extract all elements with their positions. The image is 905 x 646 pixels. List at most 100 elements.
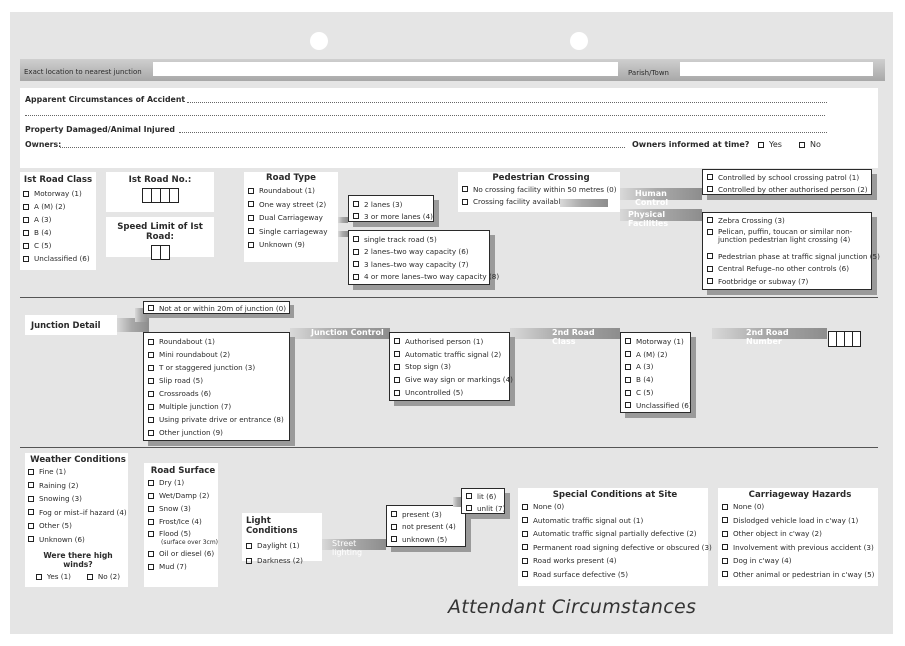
hazard-option[interactable]: None (0): [722, 500, 878, 514]
second-road-number-digits[interactable]: [828, 331, 861, 351]
road-class-option[interactable]: Unclassified (6): [23, 252, 96, 265]
weather-option[interactable]: Other (5): [28, 519, 128, 533]
checkbox[interactable]: [148, 403, 154, 410]
checkbox[interactable]: [522, 517, 528, 524]
checkbox[interactable]: [353, 201, 359, 207]
checkbox[interactable]: [391, 536, 397, 543]
checkbox[interactable]: [625, 389, 631, 396]
surface-option[interactable]: Mud (7): [148, 560, 218, 573]
property-line[interactable]: [179, 132, 827, 133]
checkbox[interactable]: [522, 571, 528, 578]
lighting-option[interactable]: not present (4): [391, 521, 465, 534]
checkbox[interactable]: [23, 229, 29, 236]
checkbox[interactable]: [86, 573, 93, 580]
surface-option[interactable]: Flood (5): [148, 528, 218, 539]
second-road-class-option[interactable]: Motorway (1): [625, 335, 690, 348]
checkbox[interactable]: [707, 265, 713, 272]
hazard-option[interactable]: Other object in c'way (2): [722, 527, 878, 541]
physical-option[interactable]: Footbridge or subway (7): [707, 275, 868, 288]
special-option[interactable]: None (0): [522, 500, 708, 514]
owners-informed-yes[interactable]: Yes: [758, 140, 782, 149]
checkbox[interactable]: [394, 389, 400, 396]
checkbox[interactable]: [35, 573, 42, 580]
hazard-option[interactable]: Dog in c'way (4): [722, 554, 878, 568]
checkbox[interactable]: [148, 377, 154, 384]
checkbox[interactable]: [722, 544, 728, 551]
checkbox[interactable]: [707, 253, 713, 260]
checkbox[interactable]: [394, 338, 400, 345]
checkbox[interactable]: [353, 236, 359, 243]
checkbox[interactable]: [522, 530, 528, 537]
junction-option[interactable]: Roundabout (1): [148, 335, 289, 348]
junction-option[interactable]: T or staggered junction (3): [148, 361, 289, 374]
checkbox[interactable]: [722, 571, 728, 578]
junction-option[interactable]: Slip road (5): [148, 374, 289, 387]
junction-control-option[interactable]: Stop sign (3): [394, 361, 509, 374]
checkbox[interactable]: [799, 141, 805, 148]
checkbox[interactable]: [248, 187, 254, 194]
single-option[interactable]: 3 lanes–two way capacity (7): [353, 258, 489, 271]
hazard-option[interactable]: Dislodged vehicle load in c'way (1): [722, 514, 878, 528]
checkbox[interactable]: [353, 273, 359, 280]
second-road-class-option[interactable]: C (5): [625, 386, 690, 399]
checkbox[interactable]: [722, 557, 728, 564]
checkbox[interactable]: [522, 544, 528, 551]
surface-option[interactable]: Frost/Ice (4): [148, 515, 218, 528]
checkbox[interactable]: [248, 214, 254, 221]
checkbox[interactable]: [148, 505, 154, 512]
human-control-option[interactable]: Controlled by school crossing patrol (1): [707, 171, 871, 183]
lighting-option[interactable]: unknown (5): [391, 533, 465, 546]
owners-line[interactable]: [60, 147, 625, 148]
hazard-option[interactable]: Other animal or pedestrian in c'way (5): [722, 568, 878, 582]
single-option[interactable]: single track road (5): [353, 233, 489, 246]
checkbox[interactable]: [28, 522, 34, 529]
high-winds-no[interactable]: No (2): [86, 572, 120, 581]
special-option[interactable]: Road works present (4): [522, 554, 708, 568]
road-type-option[interactable]: Roundabout (1): [248, 184, 338, 198]
not-within-option[interactable]: Not at or within 20m of junction (0): [148, 303, 289, 313]
checkbox[interactable]: [722, 530, 728, 537]
road-type-option[interactable]: One way street (2): [248, 198, 338, 212]
checkbox[interactable]: [148, 390, 154, 397]
checkbox[interactable]: [391, 523, 397, 530]
high-winds-yes[interactable]: Yes (1): [35, 572, 71, 581]
checkbox[interactable]: [466, 505, 472, 511]
parish-field[interactable]: [680, 62, 873, 76]
checkbox[interactable]: [462, 186, 468, 193]
speed-limit-digits[interactable]: [106, 245, 214, 264]
special-option[interactable]: Permanent road signing defective or obsc…: [522, 541, 712, 555]
road-type-option[interactable]: Single carriageway: [248, 225, 338, 239]
road-class-option[interactable]: A (3): [23, 213, 96, 226]
road-class-option[interactable]: B (4): [23, 226, 96, 239]
checkbox[interactable]: [625, 402, 631, 409]
light-option[interactable]: Darkness (2): [246, 553, 322, 568]
checkbox[interactable]: [148, 305, 154, 311]
junction-option[interactable]: Multiple junction (7): [148, 400, 289, 413]
checkbox[interactable]: [707, 174, 713, 180]
junction-option[interactable]: Using private drive or entrance (8): [148, 413, 289, 426]
checkbox[interactable]: [148, 550, 154, 557]
weather-option[interactable]: Fine (1): [28, 465, 128, 479]
checkbox[interactable]: [23, 255, 29, 262]
checkbox[interactable]: [148, 338, 154, 345]
dual-option[interactable]: 2 lanes (3): [353, 198, 433, 210]
checkbox[interactable]: [722, 517, 728, 524]
checkbox[interactable]: [625, 363, 631, 370]
owners-informed-no[interactable]: No: [799, 140, 821, 149]
checkbox[interactable]: [707, 278, 713, 285]
lighting-option[interactable]: present (3): [391, 508, 465, 521]
checkbox[interactable]: [707, 229, 713, 235]
pedestrian-option[interactable]: Crossing facility available: [462, 196, 620, 209]
physical-option[interactable]: Pedestrian phase at traffic signal junct…: [707, 250, 880, 263]
special-option[interactable]: Road surface defective (5): [522, 568, 708, 582]
junction-option[interactable]: Other junction (9): [148, 426, 289, 439]
checkbox[interactable]: [246, 542, 252, 549]
checkbox[interactable]: [707, 186, 713, 192]
junction-option[interactable]: Crossroads (6): [148, 387, 289, 400]
road-class-option[interactable]: A (M) (2): [23, 200, 96, 213]
junction-control-option[interactable]: Uncontrolled (5): [394, 386, 509, 399]
road-type-option[interactable]: Dual Carriageway: [248, 211, 338, 225]
checkbox[interactable]: [28, 509, 34, 516]
apparent-line[interactable]: [187, 102, 827, 103]
pedestrian-option[interactable]: No crossing facility within 50 metres (0…: [462, 183, 620, 196]
